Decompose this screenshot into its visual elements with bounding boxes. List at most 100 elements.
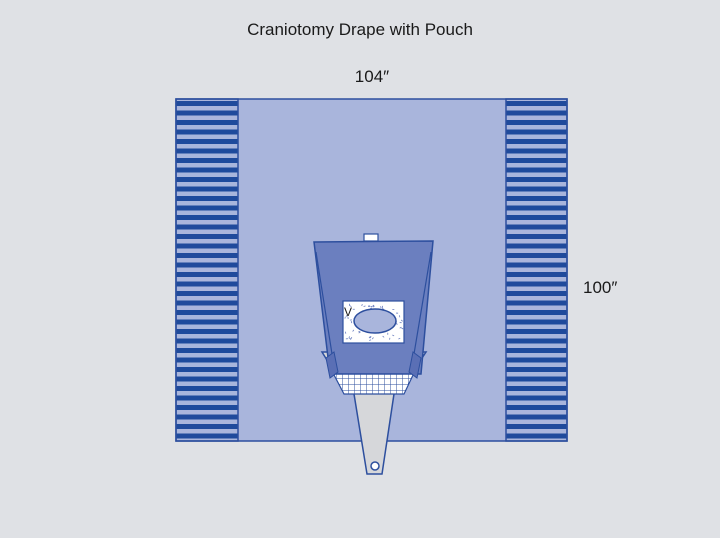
- stripe: [176, 281, 238, 287]
- stripe: [176, 272, 238, 277]
- stripe: [176, 243, 238, 249]
- stripe: [176, 310, 238, 315]
- stripe: [176, 395, 238, 401]
- stripe: [176, 215, 238, 220]
- speckle: [346, 315, 348, 318]
- length-dimension-label: 100″: [583, 278, 618, 297]
- stripe: [176, 129, 238, 135]
- stripe: [506, 433, 567, 439]
- stripe: [506, 148, 567, 154]
- pouch-mesh-strainer: [332, 372, 415, 395]
- stripe: [176, 101, 238, 106]
- stripe: [506, 300, 567, 306]
- speckle: [399, 326, 402, 329]
- stripe: [176, 120, 238, 125]
- stripe: [176, 414, 238, 420]
- stripe: [506, 357, 567, 363]
- stripe: [176, 319, 238, 325]
- drain-port: [370, 461, 380, 471]
- stripe: [506, 405, 567, 410]
- stripe: [506, 424, 567, 429]
- stripe: [506, 281, 567, 287]
- width-dimension-label: 104″: [354, 67, 390, 86]
- stripe: [176, 338, 238, 344]
- stripe: [506, 395, 567, 401]
- stripe: [506, 386, 567, 391]
- stripe: [176, 234, 238, 239]
- incise-mark: V: [344, 305, 352, 319]
- stripe: [506, 158, 567, 163]
- speckle: [401, 327, 404, 330]
- speckle: [392, 334, 395, 337]
- speckle: [382, 335, 385, 338]
- diagram-title: Craniotomy Drape with Pouch: [247, 20, 473, 39]
- stripe: [506, 310, 567, 315]
- stripe: [176, 367, 238, 372]
- stripe: [506, 139, 567, 144]
- speckle: [348, 336, 350, 339]
- speckle: [372, 304, 375, 307]
- stripe: [506, 196, 567, 201]
- stripe: [176, 424, 238, 429]
- stripe: [176, 158, 238, 163]
- stripe: [506, 414, 567, 420]
- stripe: [176, 433, 238, 439]
- stripe: [176, 386, 238, 391]
- speckle: [358, 331, 361, 334]
- stripe: [176, 224, 238, 230]
- speckle: [352, 329, 355, 332]
- speckle: [344, 316, 346, 319]
- stripe: [176, 357, 238, 363]
- stripe: [506, 224, 567, 230]
- speckle: [350, 321, 353, 324]
- fenestration-opening: [353, 308, 397, 334]
- stripe: [506, 272, 567, 277]
- stripe: [176, 405, 238, 410]
- stripe: [506, 205, 567, 211]
- stripe: [506, 101, 567, 106]
- speckle: [372, 305, 375, 308]
- stripe: [506, 338, 567, 344]
- stripe: [506, 177, 567, 182]
- speckle: [349, 337, 352, 340]
- left-striped-panel: [176, 101, 238, 439]
- stripe: [506, 319, 567, 325]
- left-panel-border: [175, 98, 239, 442]
- stripe: [176, 205, 238, 211]
- pouch-top-tab: [363, 233, 379, 242]
- pouch-tab-right: [408, 351, 422, 379]
- stripe: [506, 367, 567, 372]
- stripe: [506, 110, 567, 116]
- speckle: [349, 305, 352, 308]
- stripe: [176, 177, 238, 182]
- stripe: [176, 348, 238, 353]
- stripe: [506, 253, 567, 258]
- stripe: [176, 148, 238, 154]
- right-panel-border: [505, 98, 568, 442]
- stripe: [506, 234, 567, 239]
- stripe: [176, 253, 238, 258]
- speckle: [372, 337, 374, 340]
- stripe: [176, 291, 238, 296]
- speckle: [361, 303, 363, 307]
- stripe: [506, 167, 567, 173]
- stripe: [506, 329, 567, 334]
- stripe: [506, 186, 567, 192]
- stripe: [176, 376, 238, 382]
- speckle: [350, 336, 353, 340]
- speckle: [400, 319, 403, 322]
- stripe: [176, 196, 238, 201]
- stripe: [506, 243, 567, 249]
- right-striped-panel: [506, 101, 567, 439]
- stripe: [176, 110, 238, 116]
- stripe: [176, 300, 238, 306]
- stripe: [506, 120, 567, 125]
- stripe: [506, 291, 567, 296]
- speckle: [363, 305, 366, 308]
- stripe: [506, 348, 567, 353]
- speckle: [368, 336, 371, 339]
- stripe: [176, 167, 238, 173]
- stripe: [506, 129, 567, 135]
- stripe: [176, 329, 238, 334]
